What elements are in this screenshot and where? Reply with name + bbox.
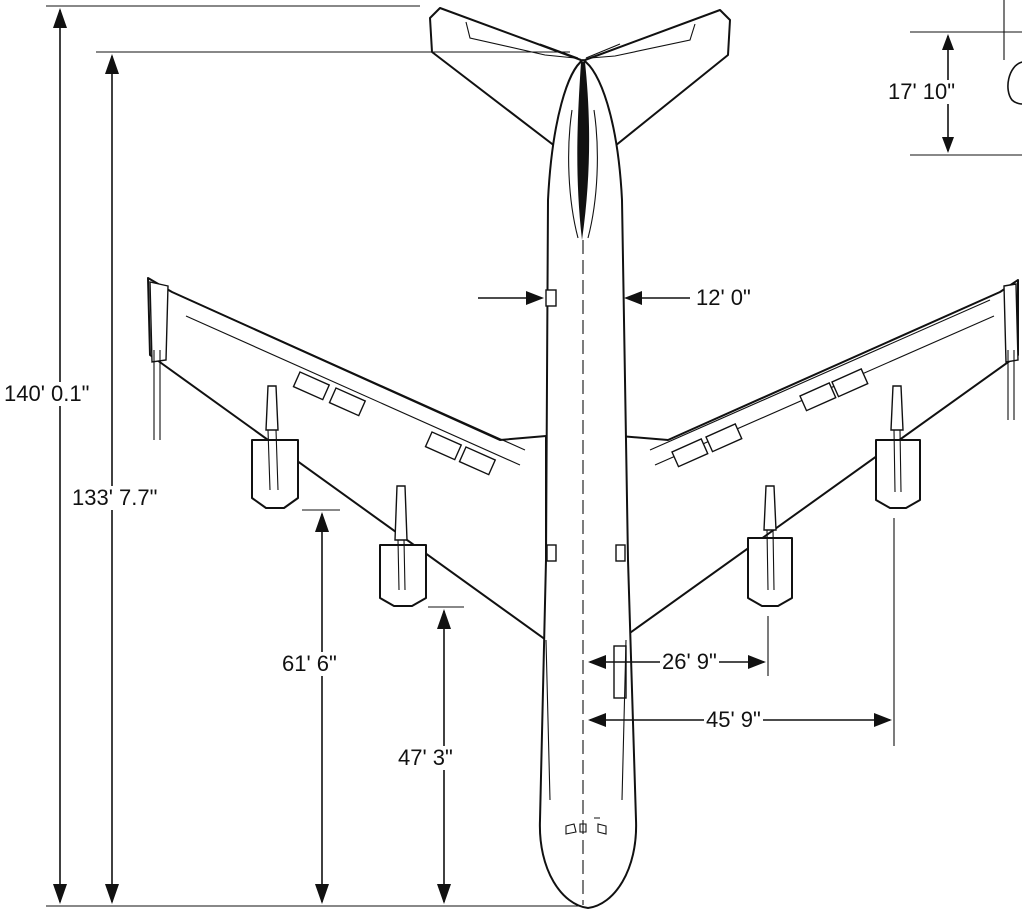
overall-length-dimension — [46, 5, 580, 907]
inner-engine-station-label: 47' 3" — [396, 745, 455, 770]
inner-engine-offset-label: 26' 9" — [660, 649, 719, 674]
outer-engine-station-label: 61' 6" — [280, 651, 339, 676]
engine-outer-left — [251, 385, 299, 509]
outer-engine-offset-label: 45' 9" — [704, 707, 763, 732]
fuselage-width-dimension — [478, 291, 690, 305]
tail-height-callout — [910, 0, 1022, 156]
tail-span-length-label: 133' 7.7" — [70, 485, 160, 510]
outer-engine-station-dimension — [302, 509, 340, 904]
tail-height-label: 17' 10" — [886, 79, 958, 104]
right-wing — [619, 279, 1019, 641]
engine-inner-left — [379, 485, 427, 607]
engine-inner-right — [747, 485, 793, 607]
left-wing — [147, 277, 547, 641]
tail-span-length-dimension — [96, 51, 570, 904]
overall-length-label: 140' 0.1" — [2, 381, 92, 406]
fuselage-width-label: 12' 0" — [694, 285, 753, 310]
horizontal-stabilizer — [429, 7, 731, 151]
engine-outer-right — [875, 385, 921, 509]
fuselage — [538, 59, 638, 909]
